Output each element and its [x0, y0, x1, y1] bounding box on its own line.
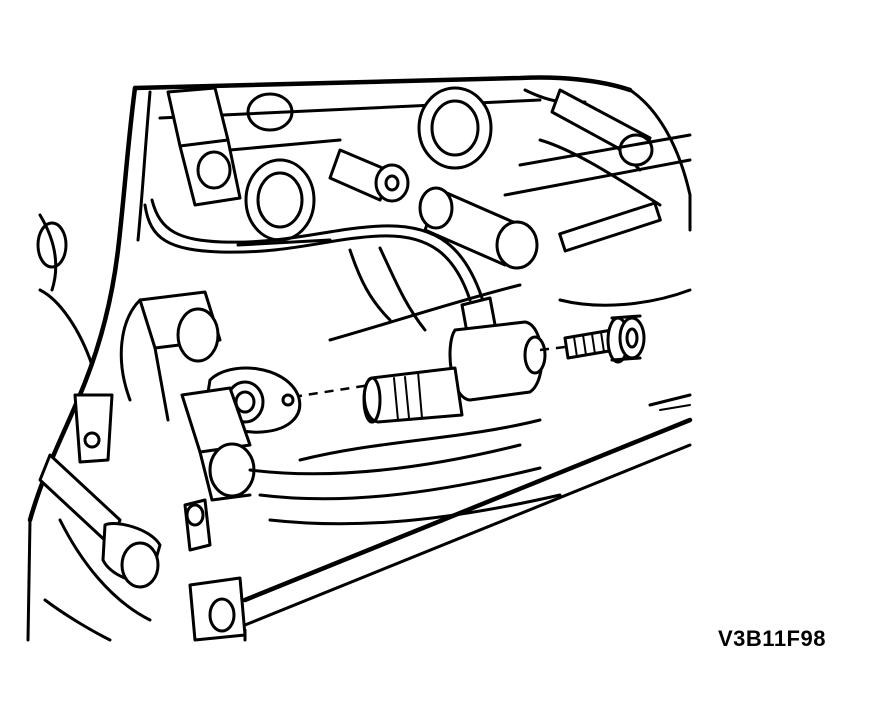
- right-bracket: [503, 88, 692, 253]
- cylindrical-boss: [418, 186, 539, 270]
- bottom-boss: [188, 576, 247, 642]
- lower-rail: [242, 246, 693, 642]
- casting-bores: [228, 86, 493, 247]
- lower-left-boss: [119, 290, 256, 502]
- crankshaft-position-sensor: [362, 296, 547, 424]
- sensor-retaining-bolt: [563, 314, 646, 364]
- linkage-lever: [38, 393, 162, 622]
- sensor-cable: [143, 198, 484, 302]
- mounting-boss-top: [166, 86, 294, 207]
- alignment-lines: [292, 345, 566, 399]
- figure-code: V3B11F98: [718, 626, 826, 651]
- lower-fitting: [183, 498, 212, 552]
- casting-stud: [328, 148, 410, 203]
